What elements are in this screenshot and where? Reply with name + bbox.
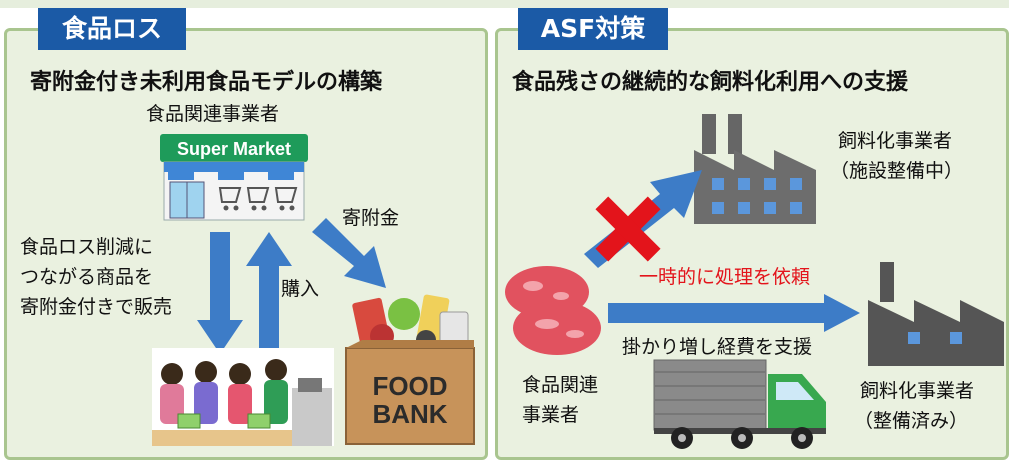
source-line-1: 食品関連 xyxy=(522,374,599,396)
asf-tab: ASF対策 xyxy=(518,8,668,50)
food-loss-tab: 食品ロス xyxy=(38,8,186,50)
factory-top-name: 飼料化事業者 xyxy=(838,130,953,152)
foodbank-sign-line-1: FOOD xyxy=(372,371,447,401)
factory-bottom-status: （整備済み） xyxy=(854,410,969,432)
store-sign: Super Market xyxy=(177,139,291,159)
sale-line-1: 食品ロス削減に xyxy=(20,236,154,258)
donation-label: 寄附金 xyxy=(342,207,400,229)
food-loss-heading: 寄附金付き未利用食品モデルの構築 xyxy=(30,70,383,95)
support-label: 掛かり増し経費を支援 xyxy=(622,336,813,358)
donation-arrow xyxy=(312,218,386,288)
shoppers-illustration xyxy=(152,348,334,446)
sale-down-arrow xyxy=(197,232,243,354)
factory-under-construction xyxy=(694,114,816,224)
top-rule xyxy=(0,0,1009,8)
request-label: 一時的に処理を依頼 xyxy=(639,266,811,288)
cross-icon xyxy=(595,196,661,262)
factory-ready xyxy=(868,262,1004,366)
request-arrow xyxy=(608,294,860,332)
factory-bottom-name: 飼料化事業者 xyxy=(860,380,975,402)
sale-line-2: つながる商品を xyxy=(20,266,154,288)
factory-top-status: （施設整備中） xyxy=(830,160,964,182)
foodbank-illustration: FOOD BANK xyxy=(345,294,475,445)
truck-illustration xyxy=(653,359,826,449)
sale-line-3: 寄附金付きで販売 xyxy=(20,296,173,318)
asf-heading: 食品残さの継続的な飼料化利用への支援 xyxy=(512,70,909,95)
source-line-2: 事業者 xyxy=(522,404,580,426)
store-label: 食品関連事業者 xyxy=(146,103,280,125)
supermarket-illustration: Super Market xyxy=(160,134,308,221)
food-waste-illustration xyxy=(505,266,601,355)
purchase-up-arrow xyxy=(246,232,292,354)
purchase-label: 購入 xyxy=(281,278,320,300)
foodbank-sign-line-2: BANK xyxy=(372,399,447,429)
